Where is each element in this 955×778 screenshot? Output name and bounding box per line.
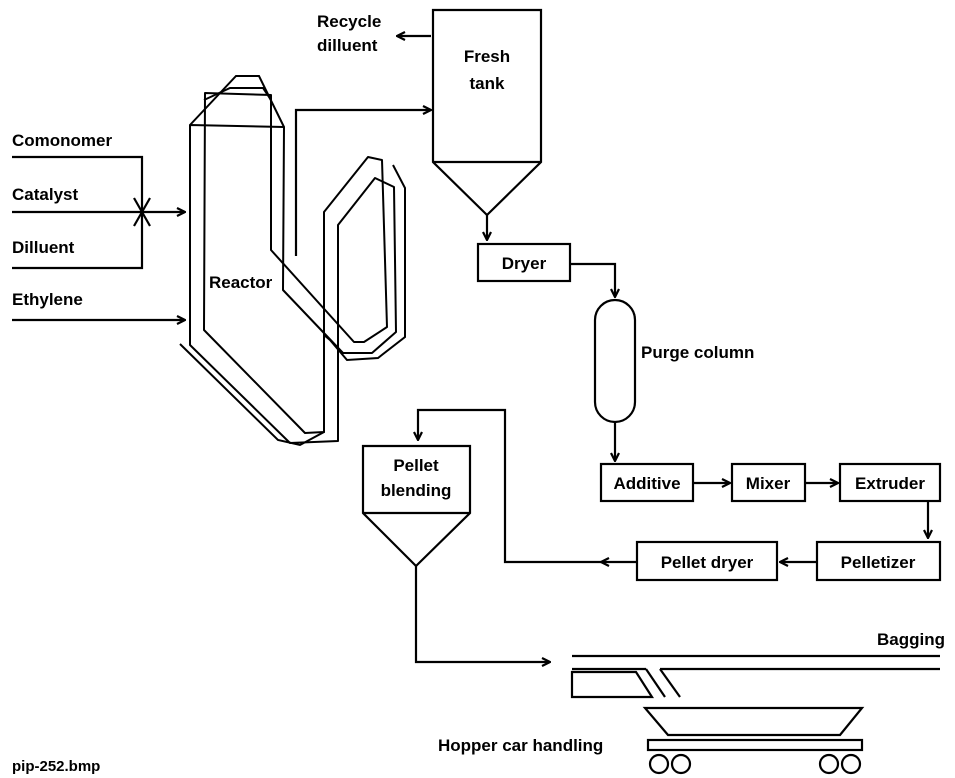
fresh-tank-label-2: tank xyxy=(470,74,506,93)
ethylene-label: Ethylene xyxy=(12,290,83,309)
dryer-box xyxy=(476,242,572,283)
pellet-blending-label-1: Pellet xyxy=(393,456,439,475)
comonomer-label: Comonomer xyxy=(12,131,113,150)
extruder-label: Extruder xyxy=(855,474,925,493)
pelletizer-label: Pelletizer xyxy=(841,553,916,572)
recycle-label-2: dilluent xyxy=(317,36,378,55)
recycle-label-1: Recycle xyxy=(317,12,381,31)
catalyst-label: Catalyst xyxy=(12,185,78,204)
filename-label: pip-252.bmp xyxy=(12,758,100,775)
additive-box xyxy=(599,462,695,503)
dryer-label: Dryer xyxy=(502,254,547,273)
bagging-label: Bagging xyxy=(877,630,945,649)
feed-lines xyxy=(12,155,185,320)
hopper-car-label: Hopper car handling xyxy=(438,736,603,755)
extruder-box xyxy=(838,462,942,503)
blending-to-bagging-line xyxy=(414,566,550,662)
bagging-conveyor xyxy=(570,654,940,699)
purge-column xyxy=(593,298,637,424)
additive-label: Additive xyxy=(613,474,680,493)
hopper-car xyxy=(642,706,865,775)
pellet-dryer-label: Pellet dryer xyxy=(661,553,754,572)
reactor-to-tank-line xyxy=(294,110,431,256)
fresh-tank xyxy=(431,8,543,217)
reactor-label: Reactor xyxy=(209,273,273,292)
fresh-tank-label-1: Fresh xyxy=(464,47,510,66)
loop-reactor xyxy=(179,75,406,447)
dryer-to-purge-line xyxy=(570,262,615,297)
pellet-blending-silo xyxy=(361,444,472,568)
dilluent-label: Dilluent xyxy=(12,238,75,257)
mixer-label: Mixer xyxy=(746,474,791,493)
pellet-blending-label-2: blending xyxy=(381,481,452,500)
return-to-blending-line xyxy=(418,408,601,564)
purge-column-label: Purge column xyxy=(641,343,754,362)
